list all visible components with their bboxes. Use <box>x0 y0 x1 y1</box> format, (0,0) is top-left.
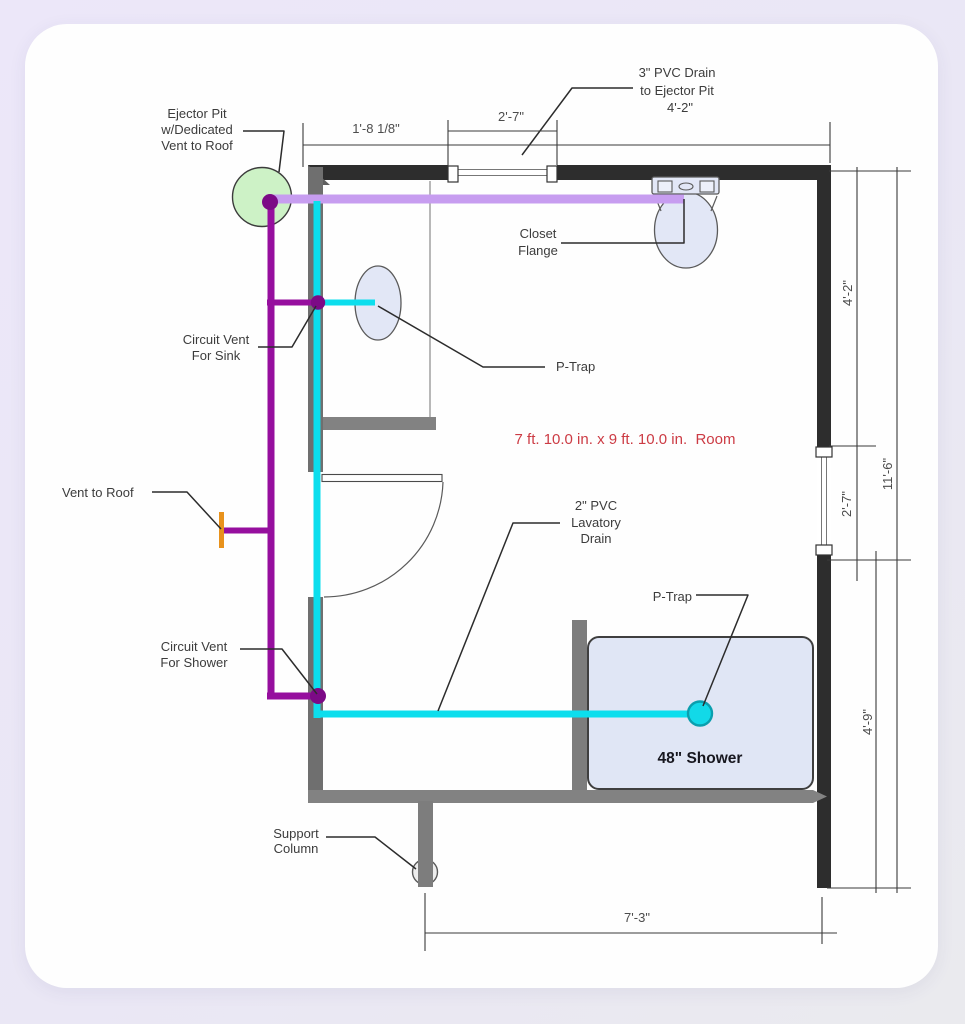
label-lavatory-drain-2: Lavatory <box>571 515 621 530</box>
label-circuit-vent-sink-1: Circuit Vent <box>183 332 250 347</box>
dim-top-window-text: 2'-7" <box>498 109 524 124</box>
right-wall-lower <box>817 555 831 888</box>
top-wall-right <box>557 165 831 180</box>
label-pvc-drain-1: 3" PVC Drain <box>639 65 716 80</box>
leader-ejector-pit <box>243 130 285 173</box>
lavatory-drain-pipe <box>314 710 700 718</box>
support-column-stub <box>418 801 433 887</box>
dim-bottom: 7'-3" <box>424 893 837 951</box>
plan-card <box>25 24 938 988</box>
dim-bottom-text: 7'-3" <box>624 910 650 925</box>
leader-closet-flange <box>561 199 685 244</box>
top-window <box>447 165 558 183</box>
main-vent-pipe <box>267 202 275 699</box>
bottom-wall <box>308 790 813 803</box>
leader-circuit-vent-shower <box>240 648 318 695</box>
door-swing-arc <box>323 481 444 598</box>
label-closet-flange-2: Flange <box>518 243 558 258</box>
shower-size-label: 48" Shower <box>658 750 743 767</box>
label-circuit-vent-sink-2: For Sink <box>192 348 241 363</box>
vent-to-roof-tick <box>219 512 224 548</box>
label-support-column-2: Column <box>274 841 319 856</box>
dim-right-window-text: 2'-7" <box>839 491 854 517</box>
labels: Ejector Pit w/Dedicated Vent to Roof 3" … <box>62 65 742 856</box>
label-circuit-vent-shower-2: For Shower <box>160 655 228 670</box>
pit-junction-dot <box>262 194 278 210</box>
dim-top: 1'-8 1/8" 2'-7" <box>302 109 831 167</box>
label-ejector-pit-3: Vent to Roof <box>161 138 233 153</box>
dim-right-lower-text: 4'-9" <box>860 709 875 735</box>
dim-right-overall-text: 11'-6" <box>880 458 895 491</box>
roof-vent-branch <box>221 527 271 534</box>
label-p-trap-shower: P-Trap <box>653 589 692 604</box>
label-closet-flange-1: Closet <box>520 226 557 241</box>
bottom-wall-arrow <box>813 790 827 803</box>
top-wall-left <box>308 165 448 180</box>
label-lavatory-drain-3: Drain <box>580 531 611 546</box>
leader-circuit-vent-sink <box>258 305 317 348</box>
sink-vent-branch <box>267 299 318 306</box>
leader-p-trap-sink <box>377 305 545 368</box>
right-wall-upper <box>817 165 831 447</box>
leader-p-trap-shower <box>696 594 749 707</box>
wall-drain-riser <box>313 201 321 718</box>
label-ejector-pit-1: Ejector Pit <box>167 106 227 121</box>
dim-right: 4'-2" 2'-7" 11'-6" 4'-9" <box>827 167 911 893</box>
room-size-text: 7 ft. 10.0 in. x 9 ft. 10.0 in. Room <box>515 431 736 448</box>
sink-junction-dot <box>310 295 326 310</box>
label-support-column-1: Support <box>273 826 319 841</box>
label-vent-to-roof: Vent to Roof <box>62 485 134 500</box>
right-window <box>815 446 833 556</box>
dim-top-left-text: 1'-8 1/8" <box>352 121 400 136</box>
leader-lavatory-drain <box>437 522 560 712</box>
label-circuit-vent-shower-1: Circuit Vent <box>161 639 228 654</box>
leader-vent-to-roof <box>152 491 222 530</box>
label-lavatory-drain-1: 2" PVC <box>575 498 617 513</box>
shower-junction-dot <box>310 688 326 704</box>
shower-vent-branch <box>267 692 318 700</box>
door-panel <box>321 473 443 483</box>
label-p-trap-sink: P-Trap <box>556 359 595 374</box>
label-ejector-pit-2: w/Dedicated <box>160 122 233 137</box>
sewer-drain-pipe <box>266 194 684 204</box>
leader-support-column <box>326 836 417 870</box>
dim-right-upper-text: 4'-2" <box>840 280 855 306</box>
vanity-front-wall <box>315 417 436 430</box>
shower-partition-wall <box>572 620 587 790</box>
sink-drain-pipe <box>317 299 375 306</box>
leader-pvc-drain <box>521 87 633 156</box>
toilet <box>651 176 720 269</box>
shower-drain-outlet <box>686 700 714 727</box>
label-pvc-drain-3: 4'-2" <box>667 100 693 115</box>
label-pvc-drain-2: to Ejector Pit <box>640 83 714 98</box>
